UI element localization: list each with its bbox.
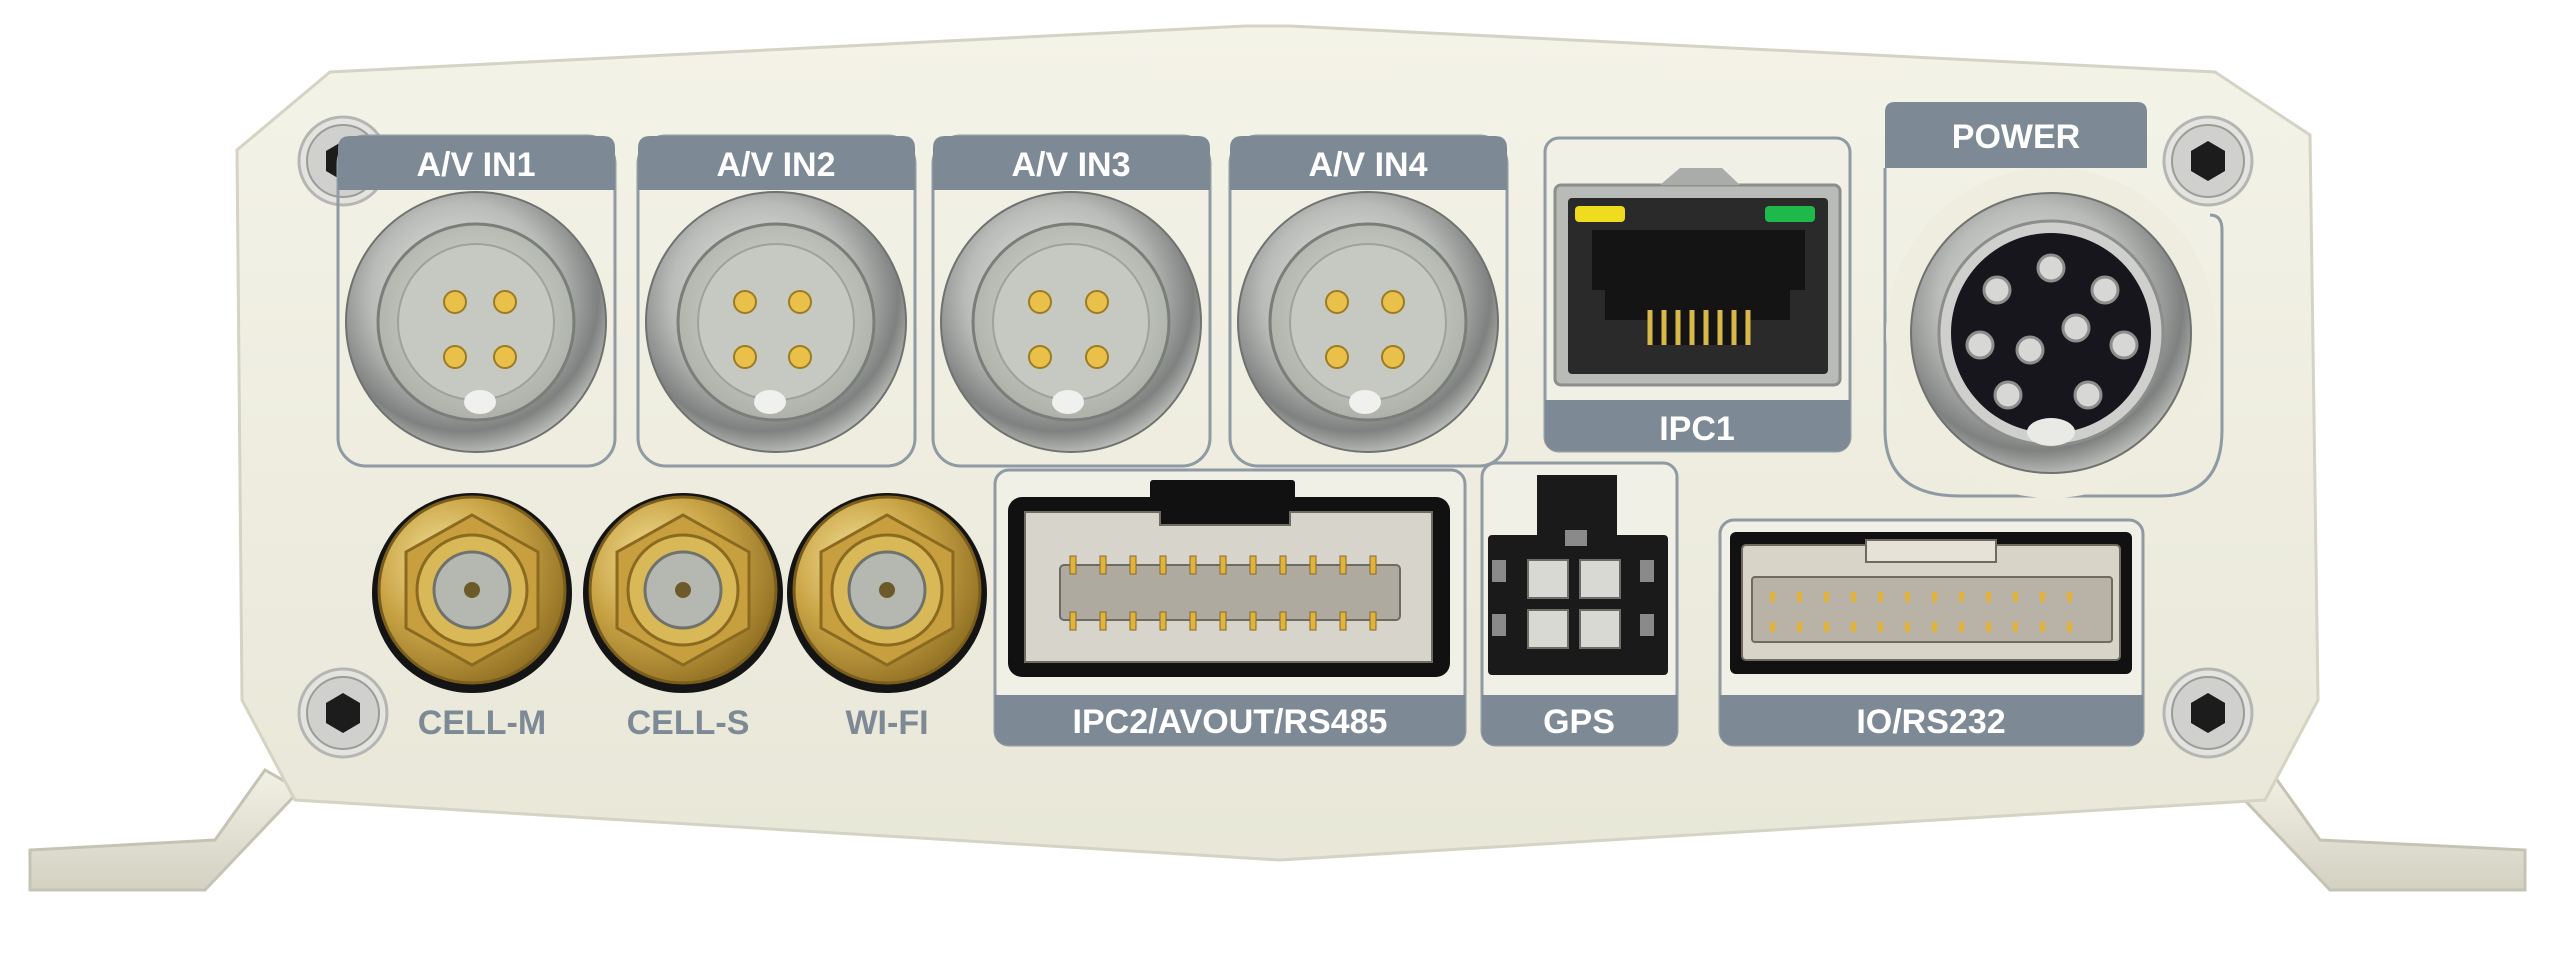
screw-top-right [2162,115,2254,207]
hex-socket-icon [2191,141,2225,181]
av-in-port-1[interactable]: A/V IN1 [336,134,617,468]
av-in-label-3: A/V IN3 [1011,146,1130,184]
hex-socket-icon [2191,693,2225,733]
ipc2-label: IPC2/AVOUT/RS485 [1073,703,1388,741]
link-led-indicator [1575,206,1625,222]
av-in-port-2[interactable]: A/V IN2 [636,134,917,468]
screw-bottom-right [2162,667,2254,759]
av-in-port-3[interactable]: A/V IN3 [931,134,1212,468]
gps-label: GPS [1543,703,1615,741]
gps-port[interactable]: GPS [1480,461,1679,747]
mounting-foot-left [28,768,303,892]
wifi-antenna-port[interactable] [787,493,987,693]
ipc2-avout-rs485-port[interactable]: IPC2/AVOUT/RS485 [993,468,1467,747]
power-port[interactable]: POWER [1883,102,2224,498]
av-in-label-4: A/V IN4 [1308,146,1427,184]
av-in-label-1: A/V IN1 [416,146,535,184]
mounting-foot-right [2232,768,2527,892]
screw-bottom-left [297,667,389,759]
av-in-label-2: A/V IN2 [716,146,835,184]
wifi-label: WI-FI [845,704,928,742]
cell-s-label: CELL-S [627,704,750,742]
cell-m-antenna-port[interactable] [372,493,572,693]
io-rs232-port[interactable]: IO/RS232 [1718,518,2145,747]
activity-led-indicator [1765,206,1815,222]
av-in-port-4[interactable]: A/V IN4 [1228,134,1509,468]
cell-m-label: CELL-M [418,704,546,742]
hex-socket-icon [326,693,360,733]
cell-s-antenna-port[interactable] [583,493,783,693]
io-rs232-label: IO/RS232 [1856,703,2005,741]
ipc1-port[interactable]: IPC1 [1543,136,1852,453]
ipc1-label: IPC1 [1659,410,1735,448]
power-label: POWER [1952,118,2080,156]
